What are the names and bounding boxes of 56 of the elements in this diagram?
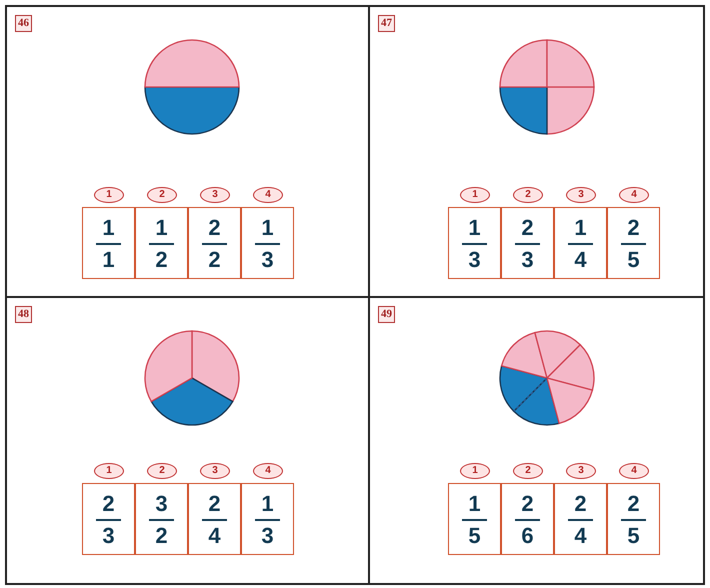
numerator: 2: [573, 492, 588, 516]
numerator: 2: [520, 216, 535, 240]
denominator: 1: [101, 248, 116, 272]
numerator: 2: [207, 492, 222, 516]
denominator: 5: [626, 248, 641, 272]
option-number: 1: [460, 187, 490, 203]
option-number: 2: [513, 187, 543, 203]
option-number: 1: [460, 463, 490, 479]
denominator: 3: [260, 248, 275, 272]
option-number: 2: [513, 463, 543, 479]
denominator: 5: [626, 524, 641, 548]
numerator: 2: [207, 216, 222, 240]
exercise-number: 46: [15, 15, 32, 32]
numerator: 1: [154, 216, 169, 240]
numerator: 1: [467, 216, 482, 240]
numerator: 1: [260, 492, 275, 516]
numerator: 1: [573, 216, 588, 240]
option-number: 4: [619, 463, 649, 479]
option-number: 3: [566, 463, 596, 479]
option-number: 2: [147, 463, 177, 479]
option-number: 3: [200, 463, 230, 479]
denominator: 4: [207, 524, 222, 548]
denominator: 3: [520, 248, 535, 272]
option-number: 3: [566, 187, 596, 203]
denominator: 3: [467, 248, 482, 272]
exercise-number: 49: [378, 306, 395, 323]
denominator: 5: [467, 524, 482, 548]
numerator: 1: [101, 216, 116, 240]
fraction-circle-drawing: [143, 329, 241, 427]
numerator: 1: [260, 216, 275, 240]
numerator: 2: [101, 492, 116, 516]
fraction-circle-drawing: [143, 38, 241, 136]
option-number: 4: [253, 463, 283, 479]
option-number: 3: [200, 187, 230, 203]
option-number: 2: [147, 187, 177, 203]
option-number: 1: [94, 463, 124, 479]
option-number: 4: [253, 187, 283, 203]
denominator: 2: [154, 248, 169, 272]
denominator: 3: [101, 524, 116, 548]
option-number: 1: [94, 187, 124, 203]
numerator: 3: [154, 492, 169, 516]
numerator: 2: [520, 492, 535, 516]
denominator: 4: [573, 524, 588, 548]
numerator: 2: [626, 216, 641, 240]
exercise-number: 47: [378, 15, 395, 32]
denominator: 2: [154, 524, 169, 548]
fraction-circle-drawing: [498, 329, 596, 427]
fraction-circle-drawing: [498, 38, 596, 136]
numerator: 2: [626, 492, 641, 516]
denominator: 3: [260, 524, 275, 548]
numerator: 1: [467, 492, 482, 516]
denominator: 2: [207, 248, 222, 272]
option-number: 4: [619, 187, 649, 203]
denominator: 4: [573, 248, 588, 272]
exercise-number: 48: [15, 306, 32, 323]
denominator: 6: [520, 524, 535, 548]
